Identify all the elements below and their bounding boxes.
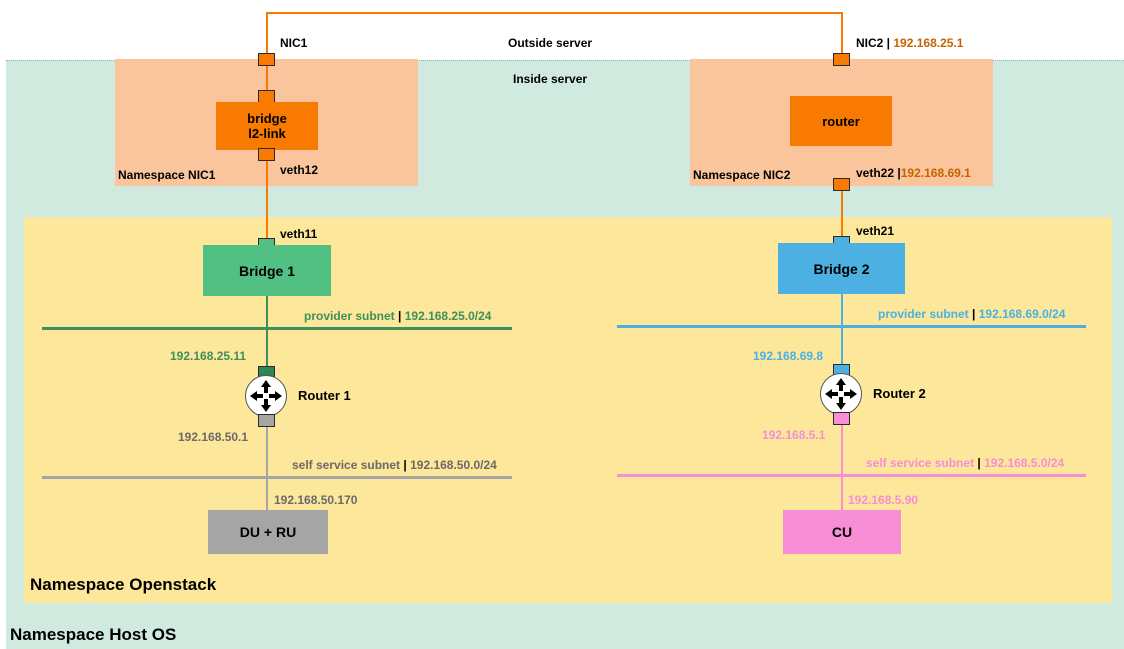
provider-subnet-1-line — [42, 327, 512, 330]
provider-subnet-1-name: provider subnet — [304, 309, 395, 323]
router1-selfservice-ip: 192.168.50.1 — [178, 430, 249, 444]
router1-provider-ip: 192.168.25.11 — [170, 349, 247, 363]
cu-label: CU — [831, 524, 853, 540]
openstack-namespace — [24, 217, 1112, 603]
selfservice-subnet-1-separator: | — [400, 458, 411, 472]
veth22-separator: | — [894, 166, 901, 180]
router2-selfservice-ip: 192.168.5.1 — [762, 428, 826, 442]
veth22-port — [833, 178, 850, 191]
cu-ip: 192.168.5.90 — [848, 493, 919, 507]
provider-subnet-2-separator: | — [968, 307, 979, 321]
veth12-port — [258, 148, 275, 161]
veth22-label: veth22 |192.168.69.1 — [856, 166, 971, 180]
host-os-namespace-label: Namespace Host OS — [10, 625, 177, 644]
du-ru-label: DU + RU — [239, 524, 297, 540]
nic1-port — [258, 53, 275, 66]
veth21-label: veth21 — [856, 224, 895, 238]
router-1-icon — [245, 375, 287, 417]
bridge-text-1: bridge — [247, 111, 287, 126]
bridge-2-label: Bridge 2 — [813, 260, 870, 277]
router2-provider-ip: 192.168.69.8 — [753, 349, 824, 363]
router1-selfservice-port — [258, 414, 275, 427]
namespace-nic2-label: Namespace NIC2 — [693, 168, 791, 182]
bridge-text-2: l2-link — [248, 126, 286, 141]
provider-subnet-1-cidr: 192.168.25.0/24 — [404, 309, 492, 323]
outside-link-top — [266, 12, 843, 14]
selfservice-subnet-1-name: self service subnet — [292, 458, 401, 472]
router-box-label: router — [822, 113, 860, 129]
veth12-label: veth12 — [280, 163, 319, 177]
provider-subnet-2-label: provider subnet | 192.168.69.0/24 — [878, 307, 1065, 321]
bridge1-to-router1-link — [266, 296, 268, 366]
selfservice-subnet-1-cidr: 192.168.50.0/24 — [410, 458, 497, 472]
selfservice-subnet-2-label: self service subnet | 192.168.5.0/24 — [866, 456, 1064, 470]
router2-to-cu-link — [841, 425, 843, 511]
nic2-name: NIC2 — [856, 36, 884, 50]
router-box: router — [790, 96, 892, 146]
veth22-ip: 192.168.69.1 — [900, 166, 971, 180]
veth22-veth21-link — [841, 190, 843, 236]
nic2-label: NIC2 | 192.168.25.1 — [856, 36, 963, 50]
bridge-1-label: Bridge 1 — [238, 262, 295, 279]
outside-link-right — [841, 12, 843, 55]
veth11-label: veth11 — [280, 227, 318, 241]
du-ru-ip: 192.168.50.170 — [274, 493, 358, 507]
nic1-link — [266, 62, 268, 92]
cu-box: CU — [783, 510, 901, 554]
router1-to-du-link — [266, 427, 268, 511]
bridge-2-box: Bridge 2 — [778, 243, 905, 294]
outside-link-left — [266, 12, 268, 55]
provider-subnet-2-name: provider subnet — [878, 307, 969, 321]
nic1-label: NIC1 — [280, 36, 308, 50]
bridge-1-box: Bridge 1 — [203, 245, 331, 296]
router-1-label: Router 1 — [298, 388, 351, 403]
nic2-separator: | — [883, 36, 894, 50]
outside-server-label: Outside server — [508, 36, 593, 50]
provider-subnet-1-label: provider subnet | 192.168.25.0/24 — [304, 309, 491, 323]
router-2-label: Router 2 — [873, 386, 926, 401]
selfservice-subnet-1-line — [42, 476, 512, 479]
router2-selfservice-port — [833, 412, 850, 425]
du-ru-box: DU + RU — [208, 510, 328, 554]
namespace-nic1-label: Namespace NIC1 — [118, 168, 216, 182]
selfservice-subnet-2-separator: | — [974, 456, 985, 470]
nic2-ip: 192.168.25.1 — [893, 36, 964, 50]
selfservice-subnet-1-label: self service subnet | 192.168.50.0/24 — [292, 458, 497, 472]
provider-subnet-2-line — [617, 325, 1086, 328]
inside-server-label: Inside server — [513, 72, 588, 86]
selfservice-subnet-2-name: self service subnet — [866, 456, 975, 470]
openstack-namespace-label: Namespace Openstack — [30, 575, 217, 594]
provider-subnet-2-cidr: 192.168.69.0/24 — [978, 307, 1066, 321]
selfservice-subnet-2-cidr: 192.168.5.0/24 — [984, 456, 1065, 470]
provider-subnet-1-separator: | — [394, 309, 405, 323]
bridge-l2-link-box: bridge l2-link — [216, 102, 318, 150]
veth22-name: veth22 — [856, 166, 895, 180]
nic2-port — [833, 53, 850, 66]
bridge2-to-router2-link — [841, 294, 843, 364]
selfservice-subnet-2-line — [617, 474, 1086, 477]
veth12-veth11-link — [266, 160, 268, 240]
router-2-icon — [820, 373, 862, 415]
